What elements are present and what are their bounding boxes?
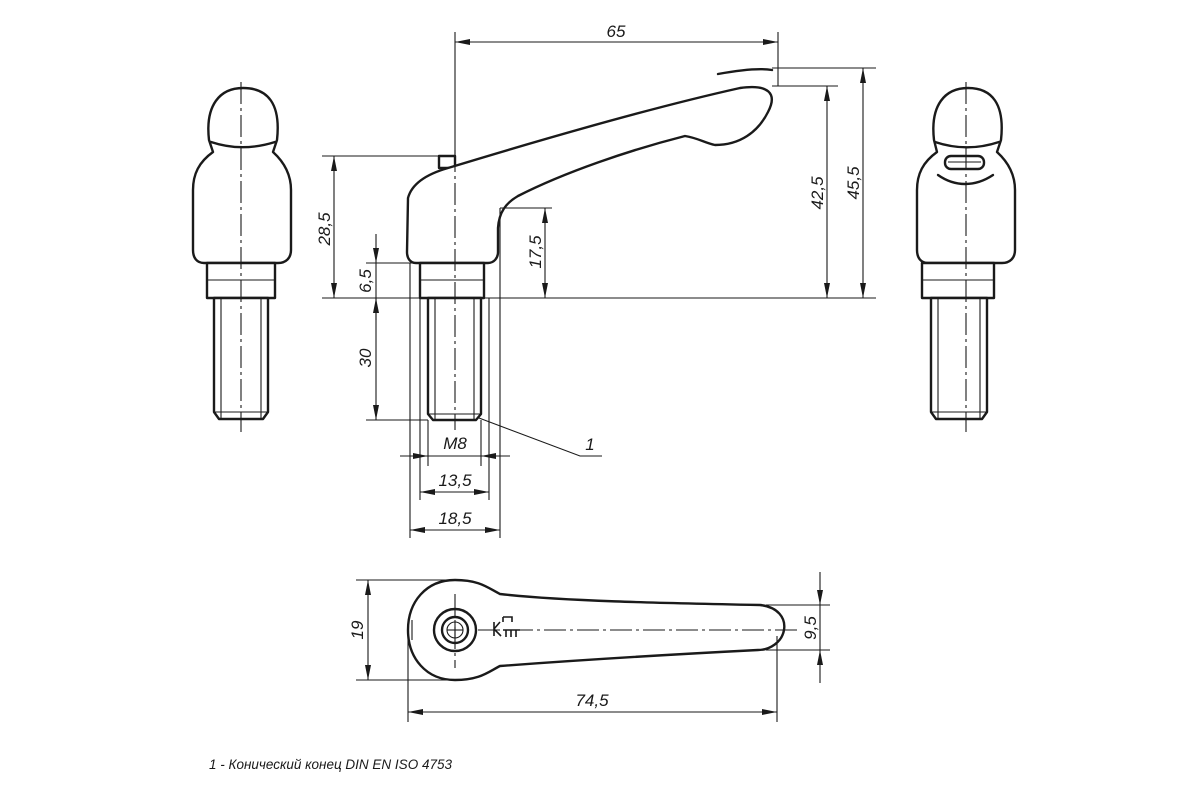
left-view-head	[191, 86, 293, 265]
top-view	[406, 578, 800, 682]
dim-19-label: 19	[348, 620, 367, 639]
side-view	[405, 68, 774, 430]
dim-m8-label: M8	[443, 434, 467, 453]
dim-9-5-label: 9,5	[801, 616, 820, 640]
right-view-recess	[936, 173, 995, 186]
dim-13-5-label: 13,5	[438, 471, 472, 490]
footnote: 1 - Конический конец DIN EN ISO 4753	[209, 757, 452, 772]
top-view-dimensions: 19 9,5 74,5	[348, 572, 830, 722]
right-end-view	[915, 82, 1017, 432]
dim-17-5-label: 17,5	[526, 235, 545, 269]
dim-42-5-label: 42,5	[808, 176, 827, 210]
dim-30-label: 30	[356, 348, 375, 367]
left-end-view	[191, 82, 293, 432]
side-view-dimensions: 65 45,5 42,5 17,5 28,5 6,5	[315, 22, 876, 538]
dim-45-5-label: 45,5	[844, 166, 863, 200]
dim-18-5-label: 18,5	[438, 509, 472, 528]
dim-6-5-label: 6,5	[356, 269, 375, 293]
dim-74-5-label: 74,5	[575, 691, 609, 710]
left-view-grip-line	[209, 140, 277, 149]
dim-65-label: 65	[607, 22, 626, 41]
right-view-thread	[929, 296, 989, 421]
callout-1-label: 1	[585, 435, 594, 454]
callout-1-leader	[478, 417, 602, 457]
side-view-lever-body	[405, 85, 773, 265]
right-view-grip-line	[933, 140, 1001, 149]
side-view-tip-hidden	[716, 68, 774, 76]
dim-28-5-label: 28,5	[315, 212, 334, 247]
